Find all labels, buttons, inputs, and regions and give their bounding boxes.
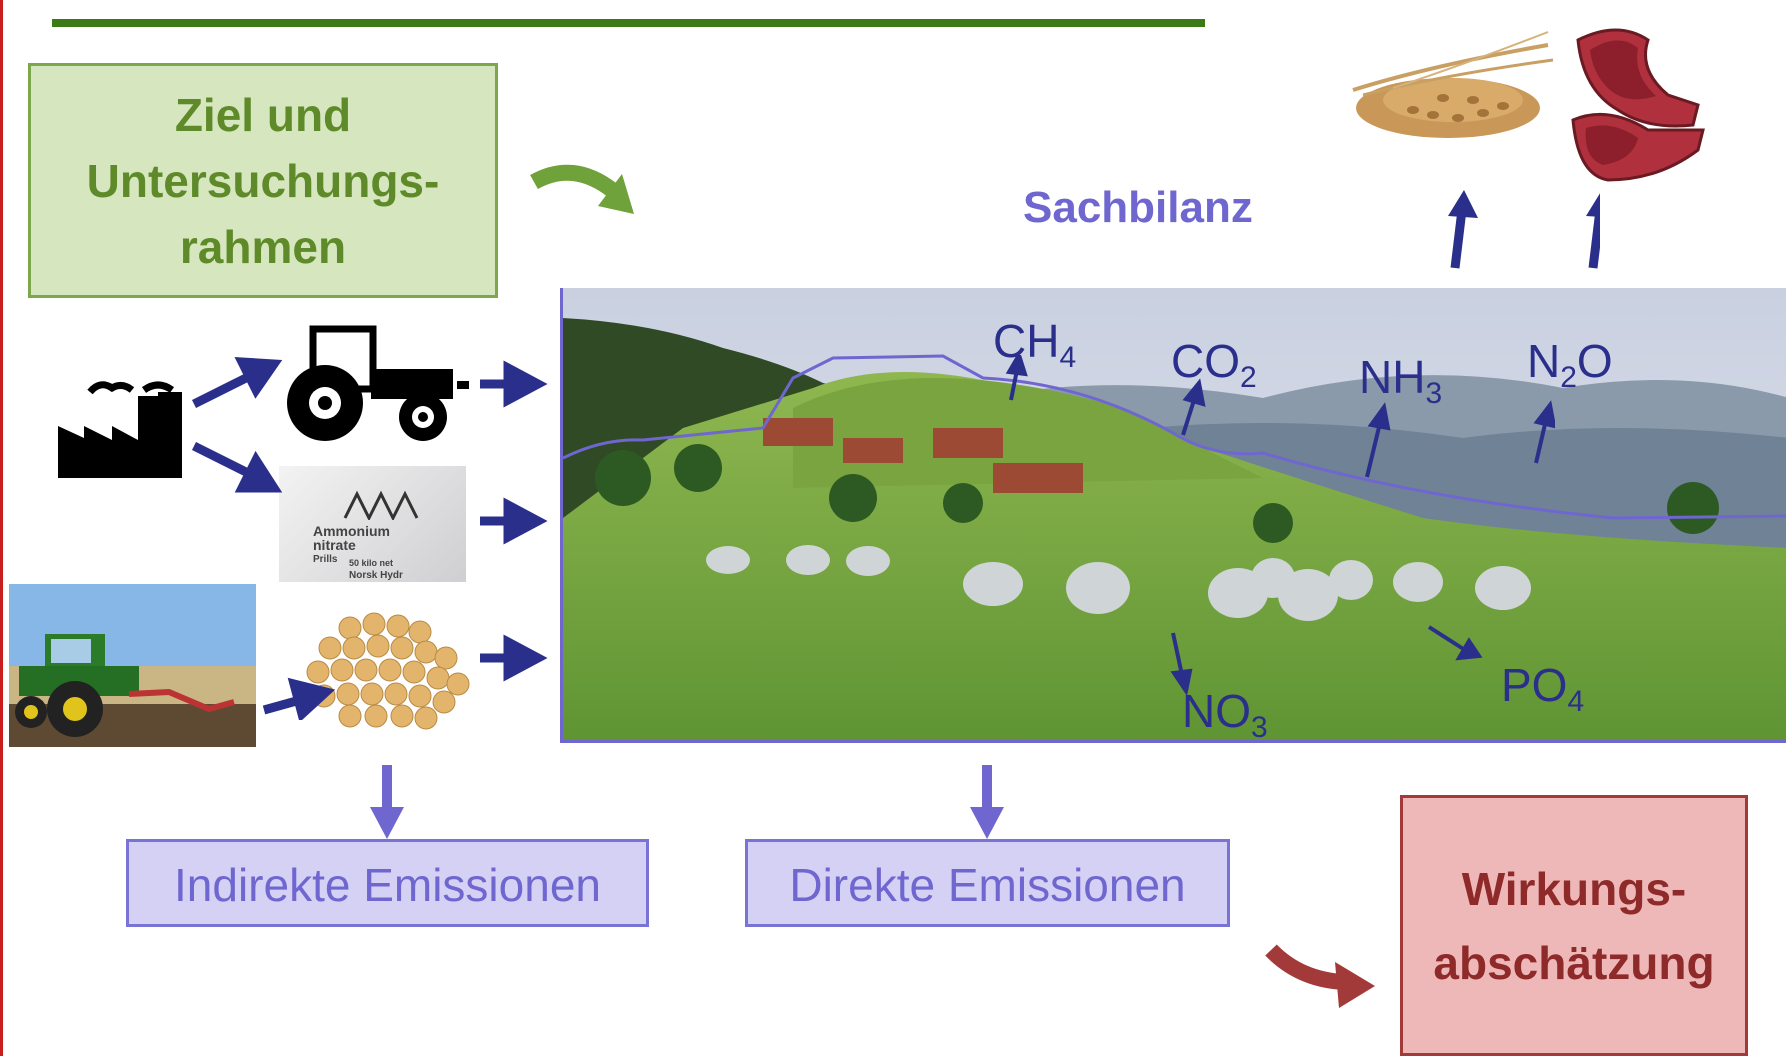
bag-text-2: nitrate <box>313 537 356 553</box>
gas-po4-base: PO <box>1501 659 1568 711</box>
fertilizer-bag-image: Ammonium nitrate Prills 50 kilo net Nors… <box>279 466 466 582</box>
gas-n2o-sub: 2 <box>1560 361 1577 394</box>
ziel-untersuchungsrahmen-box: Ziel und Untersuchungs- rahmen <box>28 63 498 298</box>
ziel-line-3: rahmen <box>179 220 347 273</box>
gas-co2-base: CO <box>1171 335 1240 387</box>
ziel-line-2: Untersuchungs- <box>86 154 440 207</box>
green-curved-arrow <box>530 164 634 214</box>
gas-no3: NO3 <box>1182 688 1268 743</box>
meat-image <box>1558 20 1708 190</box>
field-tractor-image <box>9 584 256 747</box>
gas-po4-sub: 4 <box>1567 685 1585 718</box>
bag-text-1: Ammonium <box>313 523 390 539</box>
wirkung-line-1: Wirkungs- <box>1461 862 1687 915</box>
factory-icon <box>56 378 184 478</box>
top-divider-line <box>52 19 1205 27</box>
tractor-icon <box>275 325 470 445</box>
gas-nh3: NH3 <box>1359 354 1442 409</box>
gas-po4: PO4 <box>1501 662 1584 717</box>
gas-n2o-tail: O <box>1576 335 1613 387</box>
gas-co2-sub: 2 <box>1240 361 1257 394</box>
wirkungsabschaetzung-box: Wirkungs- abschätzung <box>1400 795 1748 1056</box>
gas-nh3-base: NH <box>1359 351 1426 403</box>
ziel-line-1: Ziel und <box>174 88 352 141</box>
bag-text-5: Norsk Hydr <box>349 570 403 581</box>
left-edge-bar <box>0 0 3 1056</box>
bag-text-4: 50 kilo net <box>349 558 394 568</box>
emission-arrows <box>1005 355 1555 697</box>
direkte-emissionen-box: Direkte Emissionen <box>745 839 1230 927</box>
gas-no3-base: NO <box>1182 685 1251 737</box>
emission-down-arrows <box>370 765 1004 839</box>
gas-no3-sub: 3 <box>1251 711 1268 744</box>
wheat-image <box>1333 20 1558 155</box>
indirekte-emissionen-box: Indirekte Emissionen <box>126 839 649 927</box>
gas-nh3-sub: 3 <box>1425 377 1443 410</box>
gas-co2: CO2 <box>1171 338 1257 393</box>
gas-n2o-base: N <box>1527 335 1561 387</box>
landscape-photo <box>560 288 1786 743</box>
wirkung-line-2: abschätzung <box>1433 936 1715 989</box>
gas-ch4-sub: 4 <box>1059 341 1077 374</box>
gas-ch4: CH4 <box>993 318 1076 373</box>
gas-n2o: N2O <box>1527 338 1613 393</box>
bag-text-3: Prills <box>313 554 338 565</box>
red-curved-arrow <box>1265 944 1375 1008</box>
product-up-arrows <box>1448 190 1600 269</box>
sachbilanz-label: Sachbilanz <box>1023 183 1253 232</box>
gas-ch4-base: CH <box>993 315 1060 367</box>
input-arrows <box>191 357 548 720</box>
soybeans-image <box>290 598 480 736</box>
